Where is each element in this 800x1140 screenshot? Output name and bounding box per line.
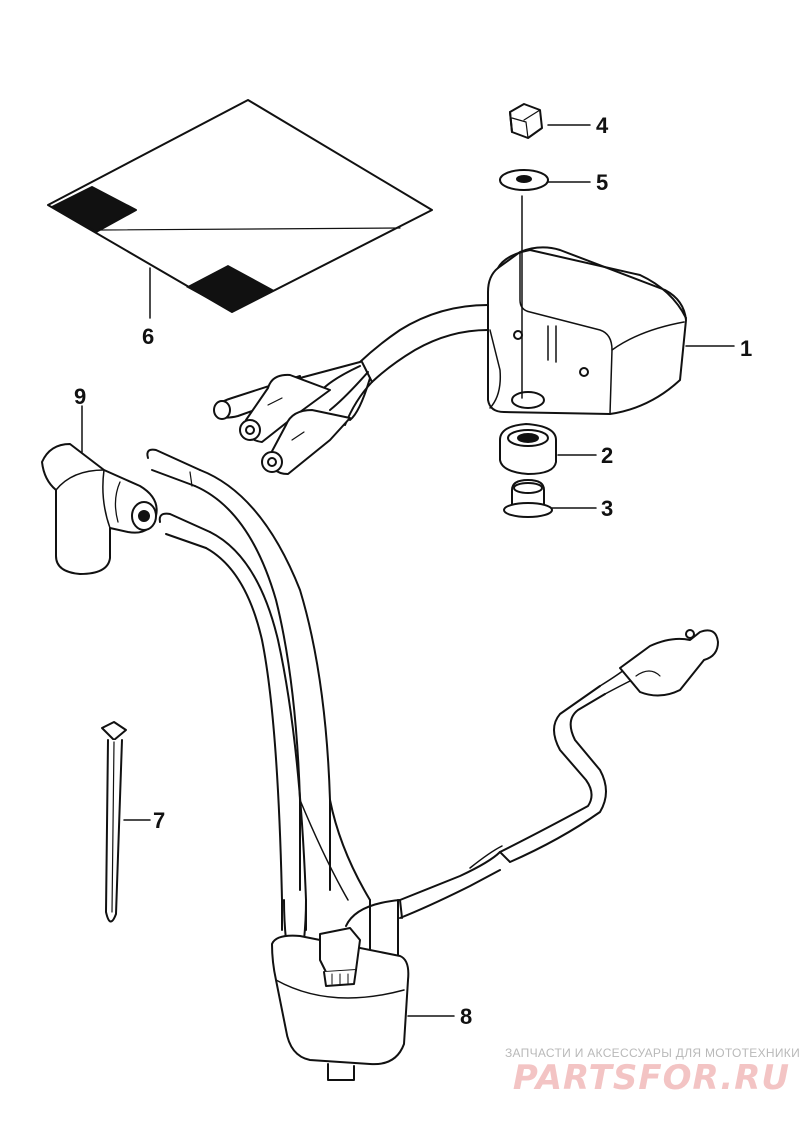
callout-5: 5 <box>596 170 608 195</box>
watermark-logo: PARTSFOR.RU <box>512 1058 790 1098</box>
part-1-harness <box>213 304 489 475</box>
part-7-cable-tie <box>101 721 151 923</box>
part-4-nut <box>509 103 591 139</box>
callout-3: 3 <box>601 496 613 521</box>
part-3-collar <box>503 479 597 518</box>
callout-9: 9 <box>74 384 86 409</box>
part-6-sheet <box>47 99 433 319</box>
callout-8: 8 <box>460 1004 472 1029</box>
callout-4: 4 <box>596 113 609 138</box>
part-2-grommet <box>499 423 597 475</box>
callout-7: 7 <box>153 808 165 833</box>
part-5-washer <box>499 169 591 191</box>
part-9-plug-cap <box>41 405 158 575</box>
part-8-ignition-coil <box>146 448 719 1081</box>
callout-2: 2 <box>601 443 613 468</box>
callout-6: 6 <box>142 324 154 349</box>
part-1-cdi-unit <box>487 195 687 415</box>
callout-1: 1 <box>740 336 752 361</box>
watermark-subtitle: ЗАПЧАСТИ И АКСЕССУАРЫ ДЛЯ МОТОТЕХНИКИ <box>504 1046 800 1060</box>
